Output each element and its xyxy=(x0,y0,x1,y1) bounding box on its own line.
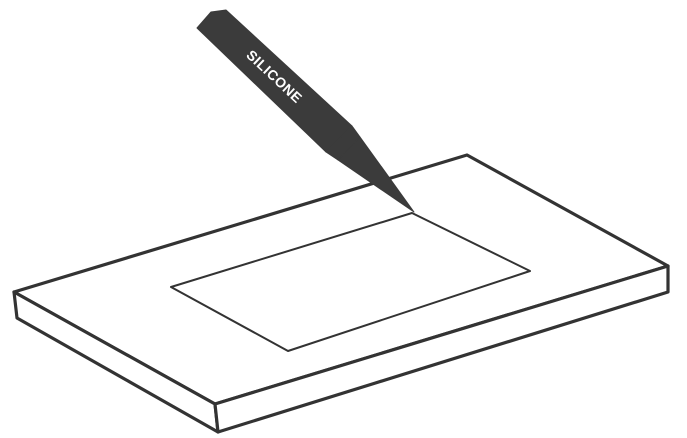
silicone-bead-outline xyxy=(170,212,531,352)
silicone-cartridge: SILICONE xyxy=(196,9,415,213)
cartridge-body xyxy=(196,9,353,153)
board-side-edge xyxy=(213,264,670,434)
cartridge-nozzle xyxy=(337,136,415,213)
